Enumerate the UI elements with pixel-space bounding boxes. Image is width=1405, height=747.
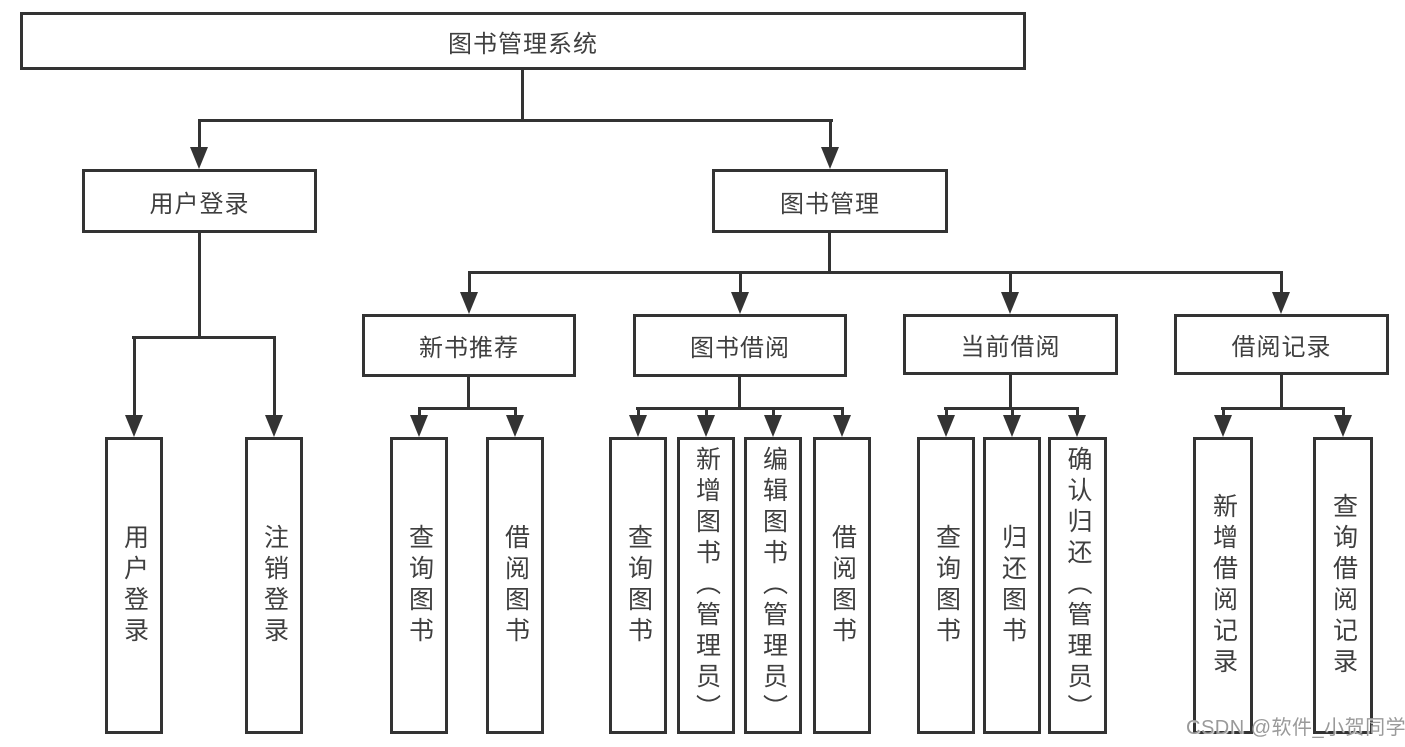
connector-line [197, 119, 201, 151]
connector-line [272, 336, 276, 419]
leaf-user-login-label: 用户登录 [120, 523, 149, 648]
arrow-down-icon [1214, 415, 1232, 437]
arrow-down-icon [460, 292, 478, 314]
leaf-logout-label: 注销登录 [260, 523, 289, 648]
leaf-newbook-query-books: 查询图书 [390, 437, 448, 734]
leaf-records-add-record: 新增借阅记录 [1193, 437, 1253, 734]
connector-line [738, 271, 742, 296]
node-new-book-recommend-label: 新书推荐 [419, 335, 519, 362]
leaf-newbook-query-books-label: 查询图书 [405, 523, 434, 648]
leaf-current-return-books-label: 归还图书 [998, 523, 1027, 648]
arrow-down-icon [629, 415, 647, 437]
leaf-records-query-record-label: 查询借阅记录 [1329, 492, 1358, 679]
arrow-down-icon [1068, 415, 1086, 437]
connector-line [1008, 271, 1012, 296]
connector-line [1341, 407, 1345, 419]
arrow-down-icon [821, 147, 839, 169]
arrow-down-icon [125, 415, 143, 437]
leaf-borrow-query-books-label: 查询图书 [624, 523, 653, 648]
leaf-newbook-borrow-books: 借阅图书 [486, 437, 544, 734]
connector-line [1221, 407, 1345, 410]
arrow-down-icon [410, 415, 428, 437]
leaf-current-confirm-return-admin-label: 确认归还（管理员） [1064, 446, 1092, 725]
leaf-newbook-borrow-books-label: 借阅图书 [501, 523, 530, 648]
connector-line [1009, 375, 1012, 409]
node-user-login: 用户登录 [82, 169, 317, 233]
connector-line [738, 377, 741, 409]
connector-line [521, 70, 524, 120]
leaf-records-query-record: 查询借阅记录 [1313, 437, 1373, 734]
leaf-borrow-edit-books-admin: 编辑图书（管理员） [744, 437, 802, 734]
leaf-current-query-books: 查询图书 [917, 437, 975, 734]
leaf-borrow-borrow-books-label: 借阅图书 [828, 523, 857, 648]
leaf-borrow-edit-books-admin-label: 编辑图书（管理员） [759, 446, 788, 725]
arrow-down-icon [731, 292, 749, 314]
node-current-borrow-label: 当前借阅 [960, 334, 1061, 361]
connector-line [467, 377, 470, 409]
connector-line [840, 407, 844, 419]
leaf-borrow-query-books: 查询图书 [609, 437, 667, 734]
node-current-borrow: 当前借阅 [903, 314, 1118, 375]
arrow-down-icon [697, 415, 715, 437]
connector-line [132, 336, 136, 419]
arrow-down-icon [937, 415, 955, 437]
connector-line [513, 407, 517, 419]
node-book-borrow: 图书借阅 [633, 314, 847, 377]
leaf-current-return-books: 归还图书 [983, 437, 1041, 734]
arrow-down-icon [1272, 292, 1290, 314]
connector-line [1279, 271, 1283, 296]
connector-line [1221, 407, 1225, 419]
node-book-borrow-label: 图书借阅 [690, 335, 790, 362]
connector-line [771, 407, 775, 419]
connector-line [1280, 375, 1283, 409]
connector-line [636, 407, 640, 419]
node-user-login-label: 用户登录 [149, 190, 250, 218]
connector-line [704, 407, 708, 419]
watermark: CSDN @软件_小贺同学 [1186, 717, 1405, 739]
arrow-down-icon [506, 415, 524, 437]
arrow-down-icon [190, 147, 208, 169]
leaf-borrow-borrow-books: 借阅图书 [813, 437, 871, 734]
arrow-down-icon [833, 415, 851, 437]
connector-line [1010, 407, 1014, 419]
leaf-current-confirm-return-admin: 确认归还（管理员） [1048, 437, 1107, 734]
leaf-current-query-books-label: 查询图书 [932, 523, 961, 648]
node-book-management-label: 图书管理 [780, 190, 880, 218]
leaf-borrow-add-books-admin-label: 新增图书（管理员） [692, 446, 721, 725]
leaf-borrow-add-books-admin: 新增图书（管理员） [677, 437, 735, 734]
node-borrow-records-label: 借阅记录 [1231, 334, 1332, 361]
leaf-logout: 注销登录 [245, 437, 303, 734]
arrow-down-icon [764, 415, 782, 437]
node-book-management: 图书管理 [712, 169, 948, 233]
connector-line [198, 233, 201, 339]
connector-line [417, 407, 421, 419]
node-root-label: 图书管理系统 [448, 30, 598, 58]
leaf-user-login: 用户登录 [105, 437, 163, 734]
arrow-down-icon [1334, 415, 1352, 437]
leaf-records-add-record-label: 新增借阅记录 [1209, 492, 1238, 679]
connector-line [418, 407, 517, 410]
connector-line [467, 271, 471, 296]
arrow-down-icon [1003, 415, 1021, 437]
connector-line [132, 336, 276, 339]
node-new-book-recommend: 新书推荐 [362, 314, 576, 377]
arrow-down-icon [265, 415, 283, 437]
connector-line [828, 233, 831, 274]
arrow-down-icon [1001, 292, 1019, 314]
connector-line [828, 119, 832, 151]
node-root: 图书管理系统 [20, 12, 1026, 70]
connector-line [468, 271, 1283, 274]
node-borrow-records: 借阅记录 [1174, 314, 1389, 375]
connector-line [944, 407, 948, 419]
connector-line [198, 119, 833, 122]
connector-line [1075, 407, 1079, 419]
connector-line [636, 407, 844, 410]
